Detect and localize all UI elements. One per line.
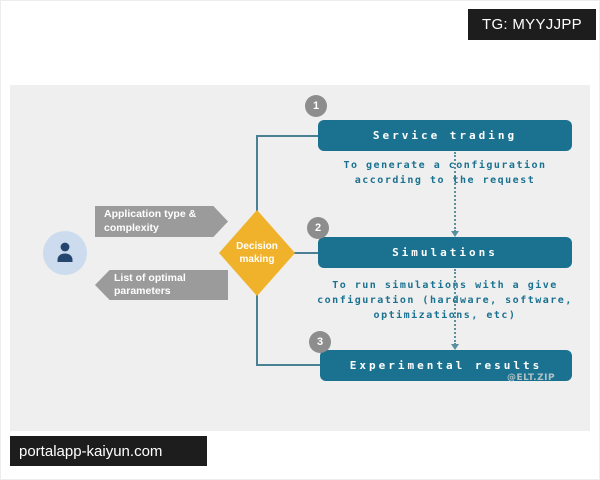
- arrow-down-icon: [451, 231, 459, 237]
- connector-line-bottom-horizontal: [256, 364, 322, 366]
- input-arrow: Application type & complexity: [95, 206, 228, 237]
- step-number-3: 3: [309, 331, 331, 353]
- step-box-service-trading: Service trading: [318, 120, 572, 151]
- connector-line-middle-horizontal: [293, 252, 320, 254]
- dotted-connector-2: [454, 269, 456, 345]
- user-avatar: [43, 231, 87, 275]
- note-run-simulations: To run simulations with a give configura…: [317, 280, 573, 321]
- tg-badge: TG: MYYJJPP: [468, 9, 596, 40]
- dotted-connector-1: [454, 152, 456, 232]
- site-badge: portalapp-kaiyun.com: [10, 436, 207, 466]
- output-arrow: List of optimal parameters: [95, 270, 228, 300]
- step-number-2: 2: [307, 217, 329, 239]
- step-label-service-trading: Service trading: [372, 129, 518, 142]
- arrow-down-icon: [451, 344, 459, 350]
- step-box-experimental-results: Experimental results: [320, 350, 572, 381]
- diagram-panel: Application type & complexity List of op…: [10, 85, 590, 431]
- step-label-simulations: Simulations: [392, 246, 498, 259]
- decision-diamond: Decision making: [219, 210, 295, 296]
- output-arrow-label: List of optimal parameters: [114, 271, 186, 297]
- connector-line-bottom-vertical: [256, 294, 258, 366]
- step-box-simulations: Simulations: [318, 237, 572, 268]
- connector-line-top-horizontal: [256, 135, 320, 137]
- decision-label: Decision making: [236, 241, 278, 265]
- person-icon: [57, 242, 73, 262]
- tg-badge-text: TG: MYYJJPP: [482, 16, 582, 33]
- connector-line-top-vertical: [256, 135, 258, 212]
- step-label-experimental-results: Experimental results: [349, 359, 543, 372]
- step-number-1: 1: [305, 95, 327, 117]
- site-badge-text: portalapp-kaiyun.com: [19, 442, 163, 460]
- watermark: @ELT.ZIP: [507, 373, 556, 383]
- note-generate-configuration: To generate a configuration according to…: [343, 160, 547, 186]
- input-arrow-label: Application type & complexity: [104, 208, 197, 234]
